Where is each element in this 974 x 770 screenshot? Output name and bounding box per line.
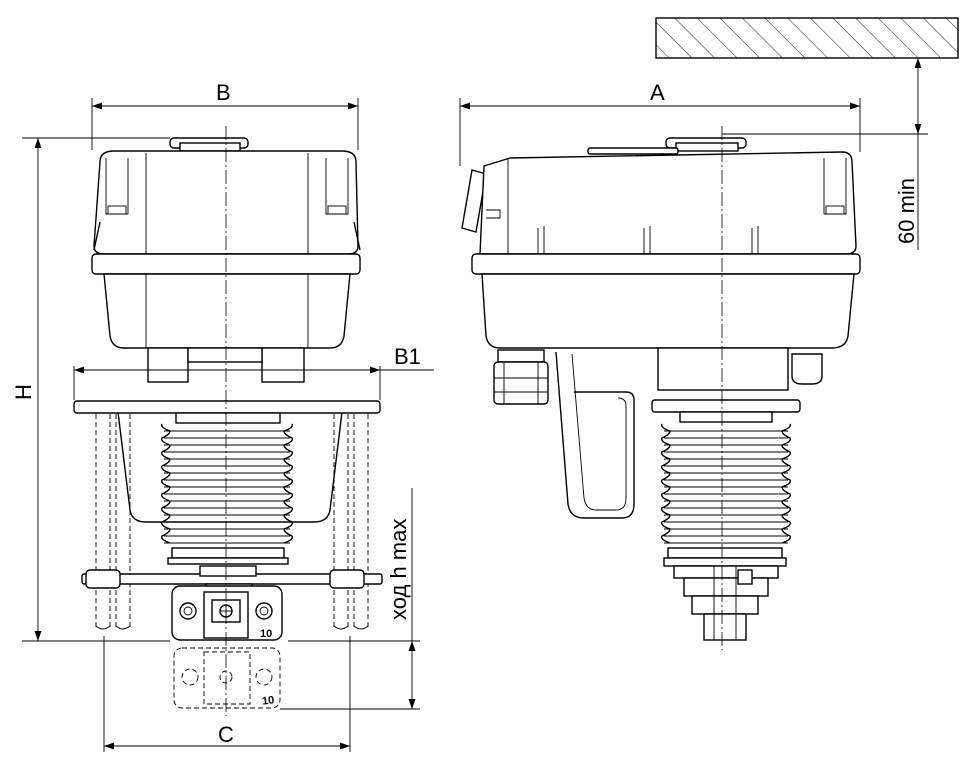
dim-h-label: H xyxy=(11,384,36,400)
front-top-knob xyxy=(169,137,249,152)
front-coupling-ghost: 10 xyxy=(173,647,281,709)
bellows-edge xyxy=(283,423,294,544)
bellows-edge xyxy=(160,423,171,544)
dim-clearance-label: 60 min xyxy=(894,178,919,244)
dim-c-label: C xyxy=(218,722,234,747)
side-lower-housing xyxy=(481,273,855,349)
side-bellows xyxy=(660,411,792,567)
dim-stroke-label: ход h max xyxy=(386,519,411,620)
front-mounting-feet xyxy=(147,347,305,383)
side-handle xyxy=(461,169,487,233)
side-top-knob xyxy=(587,137,747,155)
front-hidden-rods xyxy=(95,414,369,630)
front-mounting-plate xyxy=(73,400,381,414)
side-sub-body xyxy=(657,347,823,391)
bellows-edge xyxy=(660,423,671,544)
side-mounting-plate xyxy=(651,399,801,413)
front-coupling-block: 10 xyxy=(171,585,283,641)
lever-number-ghost-mark: 10 xyxy=(261,694,275,708)
lever-number-mark: 10 xyxy=(260,628,272,640)
front-cover xyxy=(93,150,361,255)
side-stem-coupling xyxy=(673,565,779,641)
bellows-edge xyxy=(781,423,792,544)
dimension-lines xyxy=(22,58,928,752)
side-cable-gland xyxy=(493,349,549,405)
dim-b1-label: B1 xyxy=(394,344,421,369)
front-yoke xyxy=(117,411,343,523)
dim-b-label: B xyxy=(216,80,231,105)
ceiling-obstacle xyxy=(655,17,959,59)
side-cover xyxy=(479,151,857,255)
side-middle-band xyxy=(471,253,861,275)
side-yoke xyxy=(555,351,635,519)
side-view xyxy=(461,126,861,650)
front-view: 10 10 xyxy=(73,126,383,716)
front-lower-housing xyxy=(103,273,351,349)
dim-a-label: A xyxy=(650,80,665,105)
front-bellows xyxy=(160,412,294,565)
